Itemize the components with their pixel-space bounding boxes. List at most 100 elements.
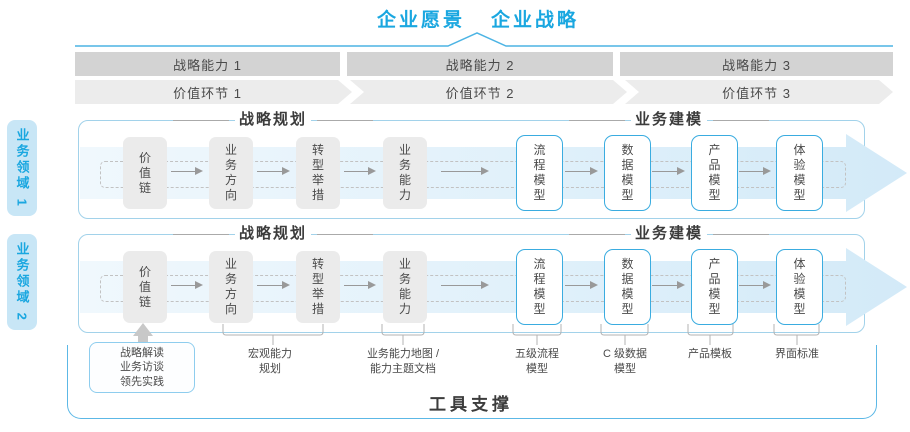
- stage-box-transformation: 转型举措: [296, 251, 340, 323]
- value-link-3: 价值环节 3: [620, 80, 893, 104]
- stage-box-label: 价值链: [138, 150, 151, 195]
- step-arrow-icon: [171, 281, 203, 289]
- annotation-line: 模型: [614, 362, 636, 375]
- step-arrow-icon: [257, 167, 290, 175]
- step-arrow-icon: [257, 281, 290, 289]
- step-arrow-icon: [344, 281, 376, 289]
- stage-box-label: 价值链: [138, 264, 151, 309]
- annotation-macro-capability: 宏观能力 规划: [248, 347, 292, 377]
- value-chain-chevron-band: [75, 80, 893, 104]
- step-arrow-icon: [441, 167, 489, 175]
- model-box-label: 体验模型: [793, 143, 806, 202]
- stage-box-label: 转型举措: [311, 143, 324, 202]
- model-box-label: 产品模型: [708, 143, 721, 202]
- stage-box-label: 业务方向: [224, 143, 237, 202]
- strategy-inputs-box: 战略解读 业务访谈 领先实践: [89, 342, 195, 393]
- step-arrow-icon: [565, 167, 598, 175]
- capability-bar-label: 战略能力 3: [722, 57, 791, 73]
- capability-bar-2: 战略能力 2: [347, 52, 613, 76]
- stage-box-business-direction: 业务方向: [209, 251, 253, 323]
- model-box-label: 数据模型: [621, 257, 634, 316]
- value-link-1: 价值环节 1: [75, 80, 340, 104]
- pipeline-dashed-track: [100, 161, 846, 188]
- domain-row-panel-1: 战略规划 业务建模 价值链 业务方向 转型举措 业务能力 流程模型 数据模型 产…: [78, 110, 907, 219]
- domain-tag-label: 业务领域 1: [14, 127, 30, 209]
- title-rule: [317, 119, 374, 121]
- section-title-text: 战略规划: [234, 110, 312, 130]
- annotation-line: 界面标准: [775, 348, 819, 360]
- capability-bar-1: 战略能力 1: [75, 52, 340, 76]
- section-title-text: 战略规划: [234, 224, 312, 244]
- stage-box-label: 转型举措: [311, 257, 324, 316]
- title-rule: [713, 233, 770, 235]
- modeling-section-title: 业务建模: [568, 224, 770, 244]
- value-link-label: 价值环节 1: [173, 85, 242, 101]
- stage-box-value-chain: 价值链: [123, 251, 167, 323]
- value-link-2: 价值环节 2: [347, 80, 613, 104]
- capability-bar-label: 战略能力 1: [173, 57, 242, 73]
- stage-box-label: 业务方向: [224, 257, 237, 316]
- tool-support-label: 工具支撑: [429, 395, 513, 414]
- model-box-process: 流程模型: [516, 135, 563, 211]
- planning-section-title: 战略规划: [172, 110, 374, 130]
- model-box-data: 数据模型: [604, 249, 651, 325]
- annotation-data-model: C 级数据 模型: [603, 347, 647, 377]
- annotation-line: 能力主题文档: [370, 362, 436, 375]
- model-box-experience: 体验模型: [776, 249, 823, 325]
- strategy-title: 企业战略: [491, 10, 580, 31]
- annotation-line: 产品模板: [688, 348, 732, 360]
- annotation-line: 业务能力地图 /: [366, 348, 440, 360]
- model-box-product: 产品模型: [691, 249, 738, 325]
- model-box-process: 流程模型: [516, 249, 563, 325]
- model-box-label: 流程模型: [533, 143, 546, 202]
- section-title-text: 业务建模: [630, 224, 708, 244]
- stage-box-capability: 业务能力: [383, 251, 427, 323]
- annotation-process-model: 五级流程 模型: [515, 347, 559, 377]
- annotation-ui-standard: 界面标准: [775, 347, 819, 362]
- stage-box-label: 业务能力: [398, 143, 411, 202]
- pipeline-dashed-track: [100, 275, 846, 302]
- step-arrow-icon: [171, 167, 203, 175]
- title-rule: [317, 233, 374, 235]
- model-box-product: 产品模型: [691, 135, 738, 211]
- annotation-line: 宏观能力: [248, 348, 292, 360]
- stage-box-label: 业务能力: [398, 257, 411, 316]
- title-rule: [568, 233, 625, 235]
- model-box-data: 数据模型: [604, 135, 651, 211]
- title-rule: [172, 119, 229, 121]
- model-box-label: 数据模型: [621, 143, 634, 202]
- model-box-label: 体验模型: [793, 257, 806, 316]
- annotation-line: C 级数据: [603, 348, 647, 360]
- modeling-section-title: 业务建模: [568, 110, 770, 130]
- annotation-product-template: 产品模板: [688, 347, 732, 362]
- vision-connector-line: [75, 32, 893, 47]
- planning-section-title: 战略规划: [172, 224, 374, 244]
- annotation-line: 五级流程: [515, 348, 559, 360]
- model-box-label: 流程模型: [533, 257, 546, 316]
- page-title: 企业愿景 企业战略: [377, 5, 579, 32]
- stage-box-transformation: 转型举措: [296, 137, 340, 209]
- domain-row-panel-2: 战略规划 业务建模 价值链 业务方向 转型举措 业务能力 流程模型 数据模型 产…: [78, 224, 907, 333]
- domain-tag-2: 业务领域 2: [7, 234, 37, 330]
- model-box-label: 产品模型: [708, 257, 721, 316]
- step-arrow-icon: [565, 281, 598, 289]
- strategy-inputs-line: 战略解读: [120, 347, 164, 359]
- section-title-text: 业务建模: [630, 110, 708, 130]
- model-box-experience: 体验模型: [776, 135, 823, 211]
- title-rule: [568, 119, 625, 121]
- domain-tag-1: 业务领域 1: [7, 120, 37, 216]
- annotation-capability-map: 业务能力地图 / 能力主题文档: [367, 347, 439, 377]
- step-arrow-icon: [652, 167, 685, 175]
- value-link-label: 价值环节 3: [722, 85, 791, 101]
- step-arrow-icon: [739, 167, 771, 175]
- stage-box-capability: 业务能力: [383, 137, 427, 209]
- domain-tag-label: 业务领域 2: [14, 241, 30, 323]
- annotation-line: 模型: [526, 362, 548, 375]
- step-arrow-icon: [652, 281, 685, 289]
- strategy-inputs-line: 业务访谈: [120, 361, 164, 374]
- stage-box-value-chain: 价值链: [123, 137, 167, 209]
- annotation-line: 规划: [259, 362, 281, 375]
- title-rule: [172, 233, 229, 235]
- tool-support-frame: [67, 345, 877, 419]
